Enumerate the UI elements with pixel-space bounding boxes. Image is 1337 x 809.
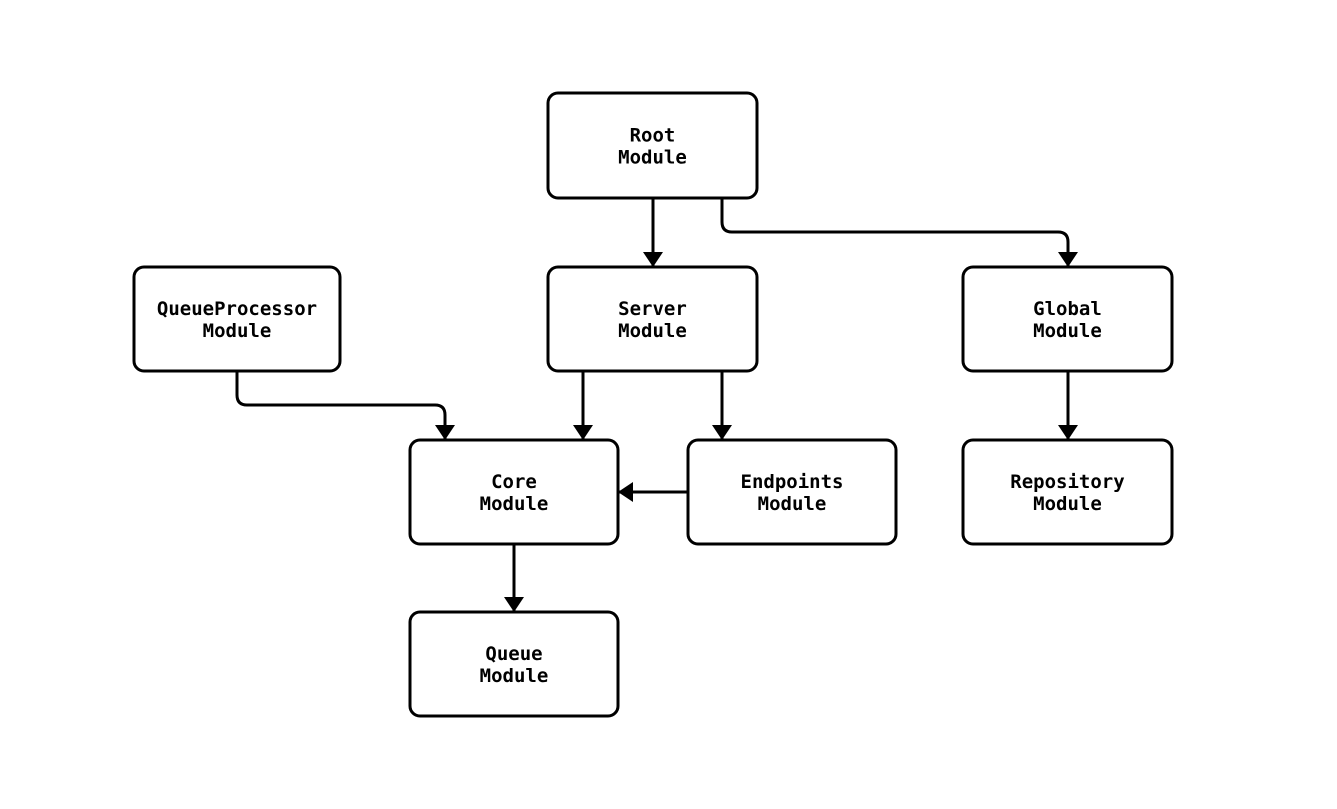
edge-root-to-global [720, 198, 1078, 267]
node-queue-box [408, 610, 620, 718]
node-global-box [961, 265, 1174, 373]
node-endpoints-box [686, 438, 898, 546]
edges-layer [235, 198, 1078, 612]
edge-queueprocessor-to-core [235, 371, 455, 440]
node-root-box [546, 91, 759, 200]
node-server-box [546, 265, 759, 373]
node-core-box [408, 438, 620, 546]
node-repository-box [961, 438, 1174, 546]
node-queueprocessor-box [132, 265, 342, 373]
